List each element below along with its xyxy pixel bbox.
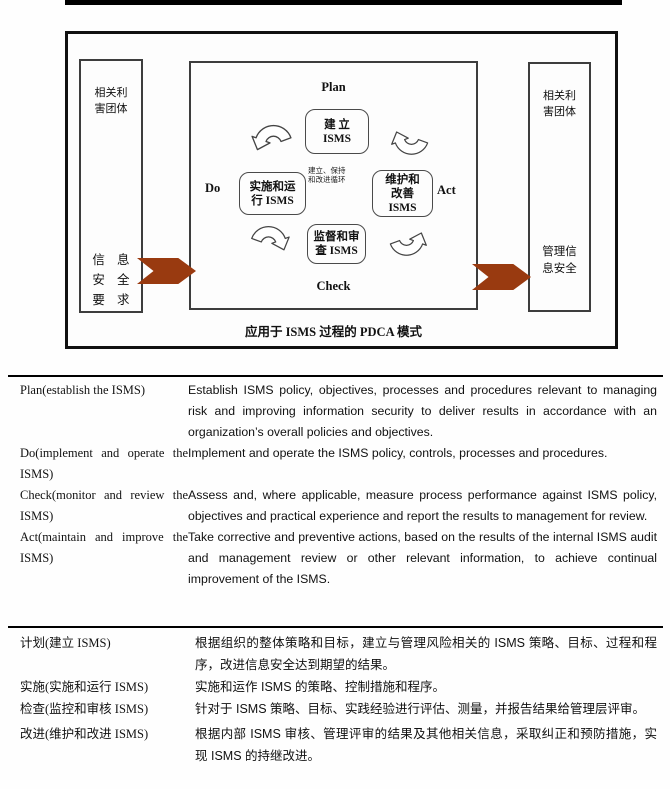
table-row: Check(monitor and review the ISMS) Asses… (8, 485, 663, 527)
table-row: 改进(维护和改进 ISMS) 根据内部 ISMS 审核、管理评审的结果及其他相关… (8, 723, 663, 767)
definition-cell: Implement and operate the ISMS policy, c… (188, 446, 608, 460)
establish-isms-box: 建 立 ISMS (305, 109, 369, 154)
term-cell: Do(implement and operate the ISMS) (20, 446, 188, 481)
stakeholders-right-panel: 相关利 害团体 管理信 息安全 (528, 62, 591, 312)
chinese-definition-table: 计划(建立 ISMS) 根据组织的整体策略和目标，建立与管理风险相关的 ISMS… (8, 632, 663, 767)
definition-cell: Establish ISMS policy, objectives, proce… (188, 383, 657, 439)
table-row: Act(maintain and improve the ISMS) Take … (8, 527, 663, 590)
cycle-arrow-plan-to-do-icon (251, 124, 292, 151)
top-rule (65, 0, 622, 5)
diagram-caption: 应用于 ISMS 过程的 PDCA 模式 (244, 325, 423, 339)
term-cell: 改进(维护和改进 ISMS) (20, 727, 149, 741)
right-panel-title: 相关利 害团体 (543, 90, 576, 118)
act-label: Act (437, 183, 456, 197)
implement-operate-isms-box: 实施和运 行 ISMS (239, 172, 306, 215)
definition-cell: 实施和运作 ISMS 的策略、控制措施和程序。 (195, 680, 446, 694)
term-cell: Act(maintain and improve the ISMS) (20, 530, 188, 565)
definition-cell: 根据组织的整体策略和目标，建立与管理风险相关的 ISMS 策略、目标、过程和程序… (195, 636, 657, 672)
definition-cell: 针对于 ISMS 策略、目标、实践经验进行评估、测量，并报告结果给管理层评审。 (195, 702, 646, 716)
check-label: Check (316, 279, 351, 293)
table-row: 计划(建立 ISMS) 根据组织的整体策略和目标，建立与管理风险相关的 ISMS… (8, 632, 663, 676)
term-cell: 检查(监控和审核 ISMS) (20, 702, 149, 716)
term-cell: 计划(建立 ISMS) (20, 636, 111, 650)
cycle-note: 建立、保持 和改进循环 (308, 166, 346, 184)
term-cell: Plan(establish the ISMS) (20, 383, 145, 397)
monitor-review-isms-box: 监督和审 查 ISMS (307, 224, 366, 264)
table-row: 实施(实施和运行 ISMS) 实施和运作 ISMS 的策略、控制措施和程序。 (8, 676, 663, 698)
left-panel-title: 相关利 害团体 (94, 87, 128, 115)
table-row: Plan(establish the ISMS) Establish ISMS … (8, 380, 663, 443)
definition-cell: Take corrective and preventive actions, … (188, 530, 657, 586)
table-divider-rule (8, 626, 663, 628)
english-table-top-rule (8, 375, 663, 377)
table-row: 检查(监控和审核 ISMS) 针对于 ISMS 策略、目标、实践经验进行评估、测… (8, 698, 663, 720)
table-row: Do(implement and operate the ISMS) Imple… (8, 443, 663, 485)
cycle-arrow-do-to-check-icon (251, 226, 290, 251)
definition-cell: 根据内部 ISMS 审核、管理评审的结果及其他相关信息，采取纠正和预防措施，实现… (195, 727, 657, 763)
info-security-requirements-label: 信 息 安 全 要 求 (92, 253, 130, 307)
pdca-cycle-frame: Plan Do Act Check 建 立 ISMS 实施和运 行 ISMS 维… (189, 61, 478, 310)
stakeholders-left-panel: 相关利 害团体 信 息 安 全 要 求 (79, 59, 143, 313)
term-cell: 实施(实施和运行 ISMS) (20, 680, 149, 694)
managed-info-security-label: 管理信 息安全 (542, 246, 577, 275)
plan-label: Plan (321, 80, 346, 94)
do-label: Do (205, 181, 221, 195)
cycle-arrow-check-to-act-icon (389, 232, 427, 256)
maintain-improve-isms-box: 维护和 改善 ISMS (372, 170, 433, 217)
english-definition-table: Plan(establish the ISMS) Establish ISMS … (8, 380, 663, 590)
term-cell: Check(monitor and review the ISMS) (20, 488, 188, 523)
cycle-arrow-act-to-plan-icon (391, 131, 429, 155)
definition-cell: Assess and, where applicable, measure pr… (188, 488, 657, 523)
